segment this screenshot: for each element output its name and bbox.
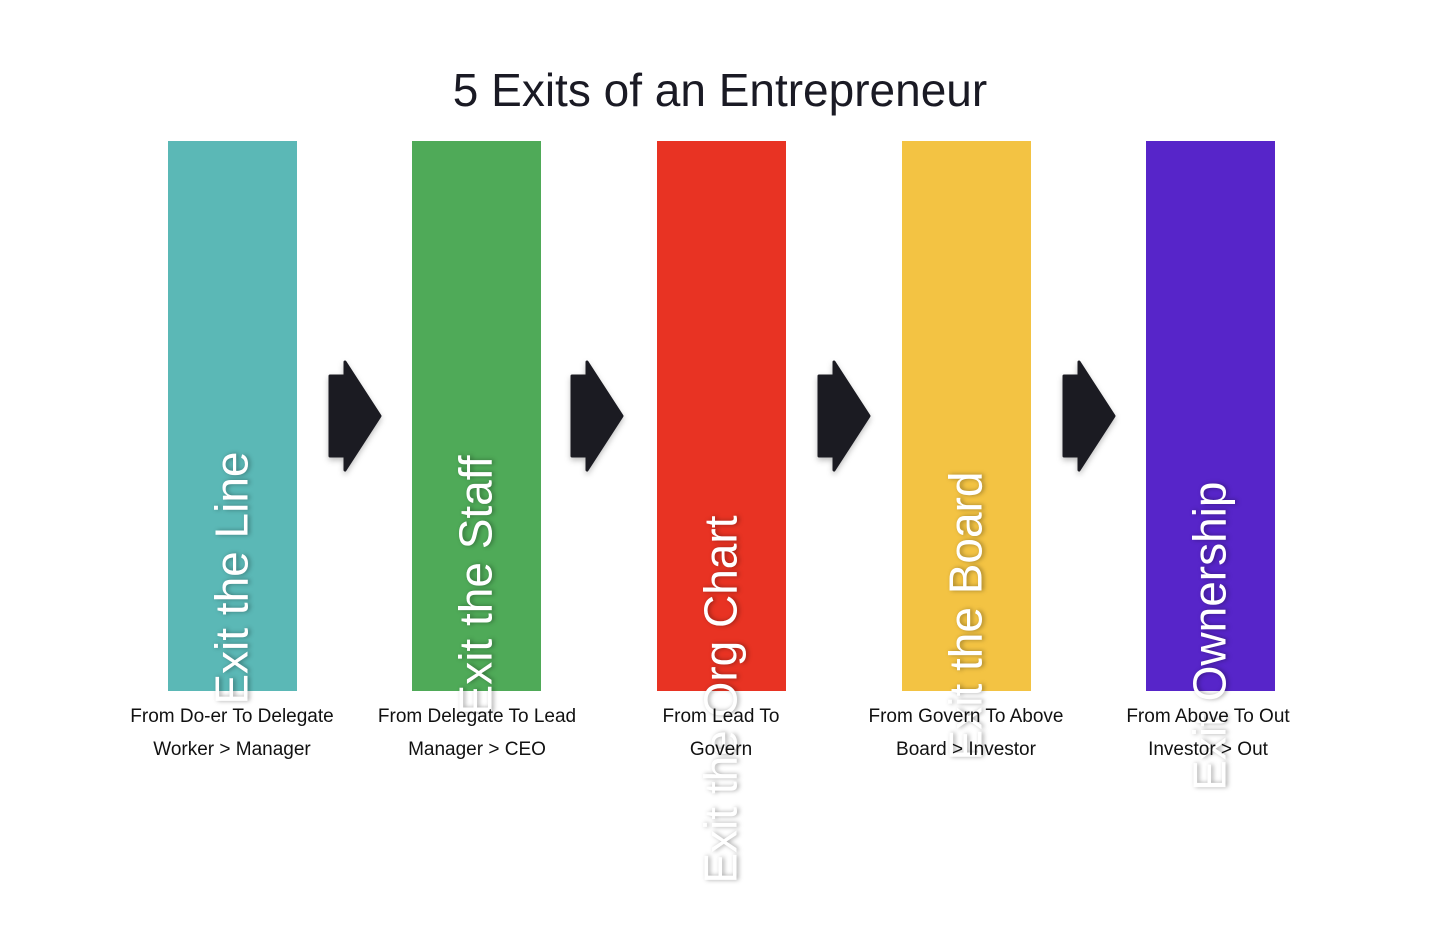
- stage-label: Exit the Line: [205, 451, 258, 705]
- caption-line: From Lead To: [662, 706, 780, 727]
- caption-line: From Above To Out: [1126, 706, 1290, 727]
- chevron-right-arrow-icon: [1062, 358, 1116, 474]
- caption-line: Manager > CEO: [408, 739, 546, 760]
- chevron-right-arrow-icon: [570, 358, 624, 474]
- page-title: 5 Exits of an Entrepreneur: [452, 64, 988, 116]
- stage-column-exit-the-org-chart: Exit the Org Chart: [657, 141, 786, 884]
- stage-label: Exit Ownership: [1183, 481, 1236, 791]
- stage-caption-1: From Do-er To Delegate Worker > Manager: [107, 700, 357, 766]
- stage-caption-3: From Lead To Govern: [596, 700, 846, 766]
- stage-caption-2: From Delegate To Lead Manager > CEO: [352, 700, 602, 766]
- stage-column-exit-the-board: Exit the Board: [902, 141, 1031, 760]
- caption-line: Worker > Manager: [153, 739, 311, 760]
- stage-caption-5: From Above To Out Investor > Out: [1083, 700, 1333, 766]
- caption-line: Board > Investor: [896, 739, 1036, 760]
- stage-caption-4: From Govern To Above Board > Investor: [841, 700, 1091, 766]
- stage-column-exit-ownership: Exit Ownership: [1146, 141, 1275, 791]
- caption-line: Govern: [689, 739, 753, 760]
- caption-line: Investor > Out: [1148, 739, 1268, 760]
- stage-column-exit-the-line: Exit the Line: [168, 141, 297, 705]
- chevron-right-arrow-icon: [817, 358, 871, 474]
- caption-line: From Delegate To Lead: [377, 706, 577, 727]
- caption-line: From Govern To Above: [868, 706, 1064, 727]
- chevron-right-arrow-icon: [328, 358, 382, 474]
- stage-column-exit-the-staff: Exit the Staff: [412, 141, 541, 715]
- caption-line: From Do-er To Delegate: [130, 706, 334, 727]
